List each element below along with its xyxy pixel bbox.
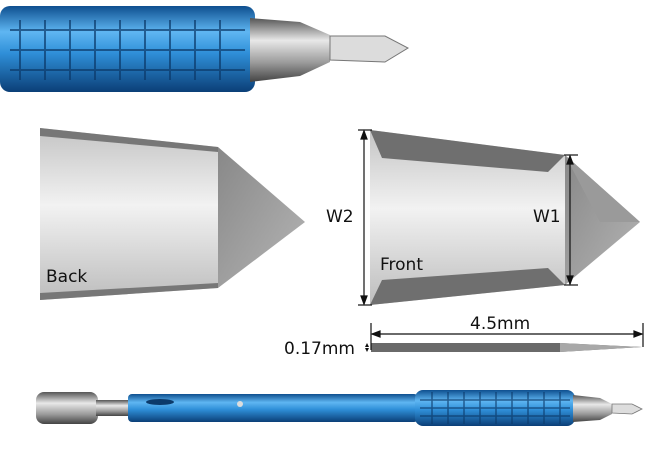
back-label: Back [46,267,87,287]
length-label: 4.5mm [470,314,530,334]
thickness-label: 0.17mm [284,339,355,359]
w1-dimension [564,154,578,286]
w1-label: W1 [533,207,561,227]
blade-side-profile [371,343,642,352]
w2-label: W2 [326,207,354,227]
blade-back-view: Back [40,128,305,300]
thickness-dimension [365,343,369,352]
handle-closeup [0,6,410,92]
w2-dimension [358,129,372,306]
full-instrument [36,390,643,426]
front-label: Front [380,255,423,275]
blade-front-view: Front [370,130,640,305]
length-dimension [370,323,644,350]
